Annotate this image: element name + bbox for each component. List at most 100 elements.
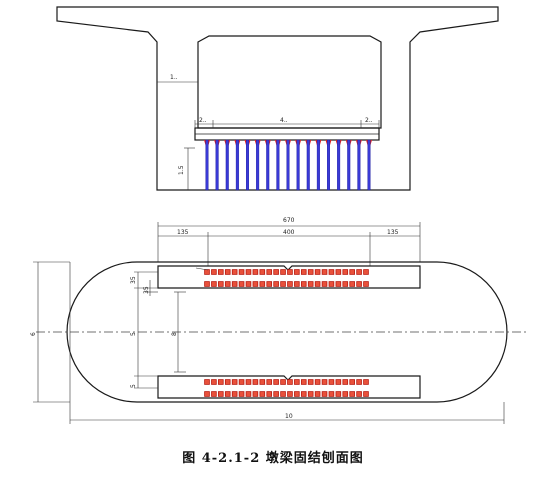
bolt-group-lower [204, 379, 369, 397]
bolt [314, 379, 321, 385]
bolt [204, 391, 210, 397]
bolt [287, 281, 293, 287]
bolt [224, 269, 231, 275]
deck-outline [56, 6, 499, 191]
bolt [349, 391, 355, 397]
bolt [252, 269, 259, 275]
bolt [363, 281, 369, 287]
elevation-view: 1.. 2.. 4.. 2.. 1.5 [56, 6, 499, 191]
bolt [211, 281, 217, 287]
lower-plate [157, 375, 421, 399]
bolt [231, 391, 238, 397]
bolt [356, 391, 362, 397]
bolt [335, 269, 342, 275]
bolt [280, 281, 286, 287]
bolt [218, 281, 224, 287]
pier-block [197, 35, 382, 129]
bolt [287, 391, 293, 397]
bolt [356, 379, 362, 385]
bolt [300, 391, 307, 397]
anchor-bar [347, 139, 351, 191]
bolt-group-upper [204, 269, 369, 287]
anchor-bar [316, 139, 320, 191]
dim-top-right: 2.. [365, 117, 373, 124]
bolt [266, 269, 273, 275]
bolt [363, 379, 369, 385]
bolt [245, 379, 252, 385]
dim-seg-left: 135 [177, 229, 189, 236]
bolt [218, 269, 224, 275]
bolt [287, 269, 293, 275]
bolt [273, 281, 279, 287]
anchor-bar [225, 139, 229, 191]
bolt [307, 281, 314, 287]
dim-left-offset: 1.. [170, 74, 178, 81]
bolt [321, 391, 328, 397]
bolt [321, 269, 328, 275]
bolt [259, 379, 266, 385]
bolt [321, 281, 328, 287]
dim-inner-mid2: 8 [171, 332, 178, 336]
anchor-bar [245, 139, 249, 191]
plan-view: 670 135 400 135 6 35 5 5 35 [30, 217, 528, 424]
bolt [218, 391, 224, 397]
bolt [266, 379, 273, 385]
bolt [300, 379, 307, 385]
anchor-bar [367, 139, 371, 191]
bolt [314, 281, 321, 287]
dim-bottom: 10 [285, 413, 293, 420]
bolt [211, 269, 217, 275]
bolt [349, 269, 355, 275]
bolt [204, 281, 210, 287]
bolt [252, 379, 259, 385]
dim-left-small: 35 [143, 286, 150, 294]
dim-left-upper: 35 [130, 276, 137, 284]
bolt [211, 379, 217, 385]
dim-inner-mid: 5 [130, 332, 137, 336]
dim-height: 1.5 [178, 165, 185, 175]
bolt [300, 281, 307, 287]
bolt [204, 269, 210, 275]
bolt [294, 379, 300, 385]
dim-left-total: 6 [30, 332, 37, 336]
bolt [356, 281, 362, 287]
bolt [280, 391, 286, 397]
bolt [342, 391, 349, 397]
bolt [204, 379, 210, 385]
bolt [328, 379, 335, 385]
bolt [349, 281, 355, 287]
bolt [294, 391, 300, 397]
upper-plate [157, 265, 421, 289]
bolt [252, 391, 259, 397]
anchor-bar [276, 139, 280, 191]
bolt [259, 269, 266, 275]
bolt [238, 269, 245, 275]
anchor-bar [205, 139, 209, 191]
bolt [300, 269, 307, 275]
figure-caption: 图 4-2.1-2 墩梁固结刨面图 [182, 450, 364, 466]
bolt [266, 281, 273, 287]
bolt [238, 379, 245, 385]
bolt [224, 281, 231, 287]
bolt [307, 269, 314, 275]
bolt [259, 281, 266, 287]
dim-seg-right: 135 [387, 229, 399, 236]
bolt [273, 379, 279, 385]
bolt [328, 281, 335, 287]
anchor-bar [337, 139, 341, 191]
anchor-bar [266, 139, 270, 191]
pier-outline [66, 261, 508, 403]
bolt [328, 269, 335, 275]
bolt [238, 281, 245, 287]
bolt [231, 281, 238, 287]
anchor-bar [357, 139, 361, 191]
bolt [259, 391, 266, 397]
bolt [335, 281, 342, 287]
bolt [335, 379, 342, 385]
bolt [245, 391, 252, 397]
dim-seg-mid: 400 [283, 229, 295, 236]
anchor-bar [306, 139, 310, 191]
bolt [342, 269, 349, 275]
bolt [356, 269, 362, 275]
